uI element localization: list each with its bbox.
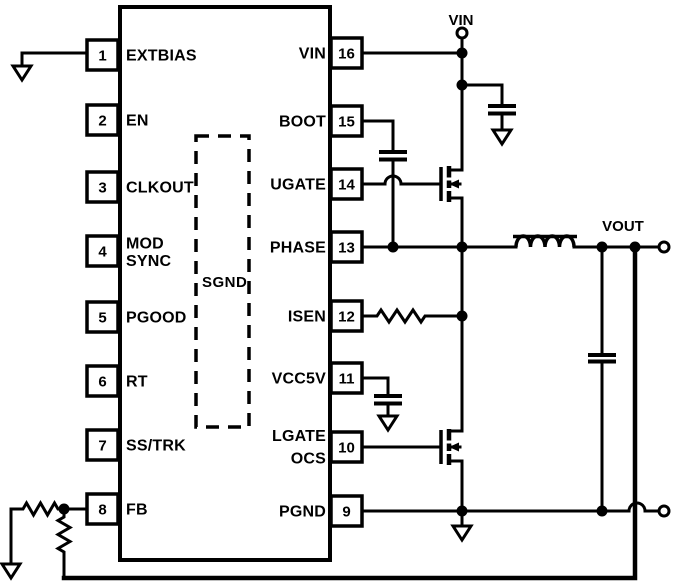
extbias-ground-symbol xyxy=(11,64,33,82)
vcc5v-cap-ground-symbol xyxy=(377,414,399,432)
pin-box-7 xyxy=(85,428,120,462)
vout-terminal xyxy=(657,240,671,254)
pin-number-10: 10 xyxy=(338,440,355,457)
pin-box-14 xyxy=(329,167,364,201)
pin-box-15 xyxy=(329,104,364,138)
left-pin-boxes xyxy=(85,38,120,526)
pin-number-13: 13 xyxy=(338,240,355,257)
pin-box-13 xyxy=(329,230,364,264)
capacitors xyxy=(374,104,616,406)
output-inductor xyxy=(513,234,577,248)
isen-resistor-wire xyxy=(360,307,464,325)
vin-cap-ground-symbol xyxy=(491,128,513,146)
vout-feedback-rail xyxy=(61,244,638,581)
pin-number-11: 11 xyxy=(339,371,355,388)
pin-label-vcc5v: VCC5V xyxy=(272,371,326,388)
pin-label-rt: RT xyxy=(126,374,148,391)
pin-number-16: 16 xyxy=(338,46,355,63)
pin-label-mod: MOD xyxy=(126,236,164,253)
pin-box-4 xyxy=(85,234,120,268)
switch-node-vertical xyxy=(447,245,464,433)
extbias-ground-wire xyxy=(20,51,89,68)
pin-number-3: 3 xyxy=(98,180,106,197)
vcc5v-bypass-capacitor xyxy=(374,394,402,406)
pin-box-3 xyxy=(85,170,120,204)
pin-number-7: 7 xyxy=(98,438,106,455)
pin-box-11 xyxy=(329,361,364,395)
pin-number-1: 1 xyxy=(98,48,106,65)
ic-body xyxy=(118,5,332,562)
vcc5v-cap-wire xyxy=(360,376,390,418)
pin-box-16 xyxy=(329,36,364,70)
pin-box-8 xyxy=(85,492,120,526)
vin-net-label: VIN xyxy=(448,12,473,29)
vin-terminal xyxy=(455,26,469,40)
pin-box-5 xyxy=(85,300,120,334)
pin-label-phase: PHASE xyxy=(270,240,326,257)
pin-number-15: 15 xyxy=(338,114,355,131)
vin-cap-branch-wire xyxy=(460,83,504,106)
pin-label-sstrk: SS/TRK xyxy=(126,438,186,455)
pin-number-8: 8 xyxy=(98,502,106,519)
pin-number-12: 12 xyxy=(338,309,355,326)
junction-dots xyxy=(58,47,641,517)
pin-label-ocs: OCS xyxy=(291,451,326,468)
pin-label-pgood: PGOOD xyxy=(126,310,187,327)
left-pin-numbers: 1 2 3 4 5 6 7 8 xyxy=(98,48,107,519)
pin-box-2 xyxy=(85,103,120,137)
low-side-nmos xyxy=(439,429,459,465)
pin-label-pgnd: PGND xyxy=(279,504,326,521)
terminals xyxy=(455,26,671,518)
pin-label-clkout: CLKOUT xyxy=(126,180,194,197)
pin-number-4: 4 xyxy=(98,244,107,261)
pin-box-9 xyxy=(329,494,364,528)
pin-box-12 xyxy=(329,299,364,333)
right-pin-labels: VIN BOOT UGATE PHASE ISEN VCC5V LGATE OC… xyxy=(270,46,326,521)
vin-bypass-capacitor xyxy=(488,104,516,116)
right-pin-boxes xyxy=(329,36,364,528)
pin-label-ugate: UGATE xyxy=(270,177,326,194)
high-side-nmos xyxy=(439,166,459,202)
fb-lower-resistor-wire xyxy=(55,507,73,580)
left-pin-labels: EXTBIAS EN CLKOUT MOD SYNC PGOOD RT SS/T… xyxy=(126,48,197,519)
pin-label-lgate: LGATE xyxy=(272,428,326,445)
boot-capacitor xyxy=(379,150,407,162)
pin-box-1 xyxy=(85,38,120,72)
fb-ground-symbol xyxy=(0,562,22,580)
pin-number-5: 5 xyxy=(98,310,106,327)
sgnd-dashed-box xyxy=(194,134,251,429)
pin-number-2: 2 xyxy=(98,113,106,130)
pin-label-isen: ISEN xyxy=(288,309,326,326)
pin-label-boot: BOOT xyxy=(279,114,326,131)
ls-fet-source-wire xyxy=(447,459,464,513)
hs-fet-source-wire xyxy=(447,196,464,249)
ugate-wire-with-hop xyxy=(360,174,443,186)
pin-number-6: 6 xyxy=(98,374,106,391)
pin-box-10 xyxy=(329,430,364,464)
pin-label-extbias: EXTBIAS xyxy=(126,48,197,65)
output-capacitor xyxy=(588,353,616,364)
right-pin-numbers: 16 15 14 13 12 11 10 9 xyxy=(338,46,355,521)
pin-label-vin: VIN xyxy=(299,46,326,63)
pgnd-terminal xyxy=(657,504,671,518)
pin-label-en: EN xyxy=(126,113,149,130)
pgnd-ground-symbol xyxy=(451,524,473,542)
sgnd-label: SGND xyxy=(202,274,247,291)
pin-number-9: 9 xyxy=(342,504,350,521)
pin-number-14: 14 xyxy=(338,177,355,194)
vout-net-label: VOUT xyxy=(602,218,644,235)
pin-label-sync: SYNC xyxy=(126,253,171,270)
pin-box-6 xyxy=(85,364,120,398)
pgnd-wire-with-hop xyxy=(360,501,661,513)
pin-label-fb: FB xyxy=(126,502,148,519)
fb-upper-resistor-wire xyxy=(9,500,66,566)
